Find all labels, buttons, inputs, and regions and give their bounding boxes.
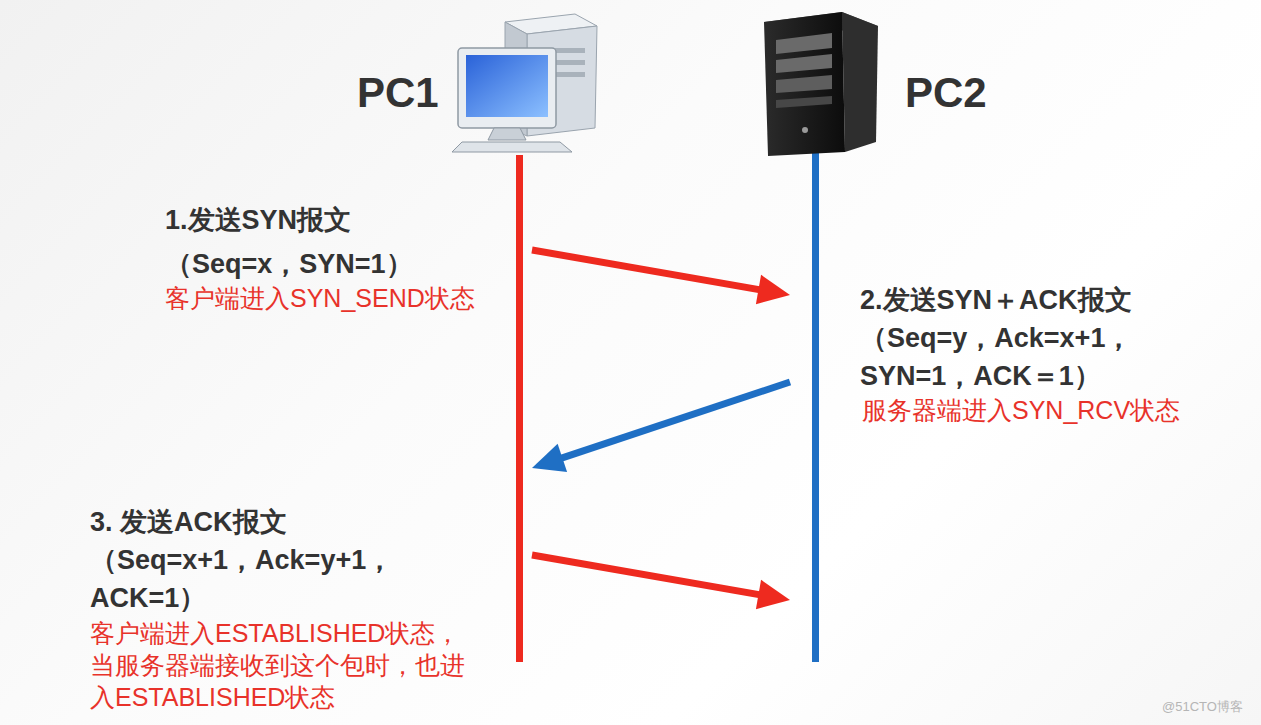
- arrow-line: [556, 382, 790, 460]
- host-name: PC1: [357, 72, 439, 114]
- lifeline: [812, 152, 819, 662]
- arrow-line: [532, 555, 765, 596]
- step-note: 客户端进入ESTABLISHED状态， 当服务器端接收到这个包时，也进 入EST…: [90, 617, 480, 713]
- arrow-line: [532, 250, 765, 291]
- watermark: @51CTO博客: [1162, 699, 1243, 715]
- step-note: 服务器端进入SYN_RCV状态: [862, 394, 1180, 427]
- step-note: 2.发送SYN＋ACK报文 （Seq=y，Ack=x+1， SYN=1，ACK＝…: [860, 281, 1160, 395]
- message-arrow: [532, 555, 790, 609]
- lifeline: [516, 155, 523, 662]
- message-arrow: [532, 250, 790, 304]
- step-note: 客户端进入SYN_SEND状态: [165, 282, 475, 315]
- computer-icon: [452, 14, 597, 152]
- message-arrow: [532, 382, 790, 472]
- arrow-head: [756, 580, 790, 610]
- arrow-head: [532, 444, 567, 472]
- host-name: PC2: [905, 72, 987, 114]
- step-note: 1.发送SYN报文 （Seq=x，SYN=1）: [165, 198, 445, 286]
- step-note: 3. 发送ACK报文 （Seq=x+1，Ack=y+1， ACK=1）: [90, 503, 410, 617]
- server-icon: [764, 12, 878, 156]
- arrow-head: [756, 275, 790, 305]
